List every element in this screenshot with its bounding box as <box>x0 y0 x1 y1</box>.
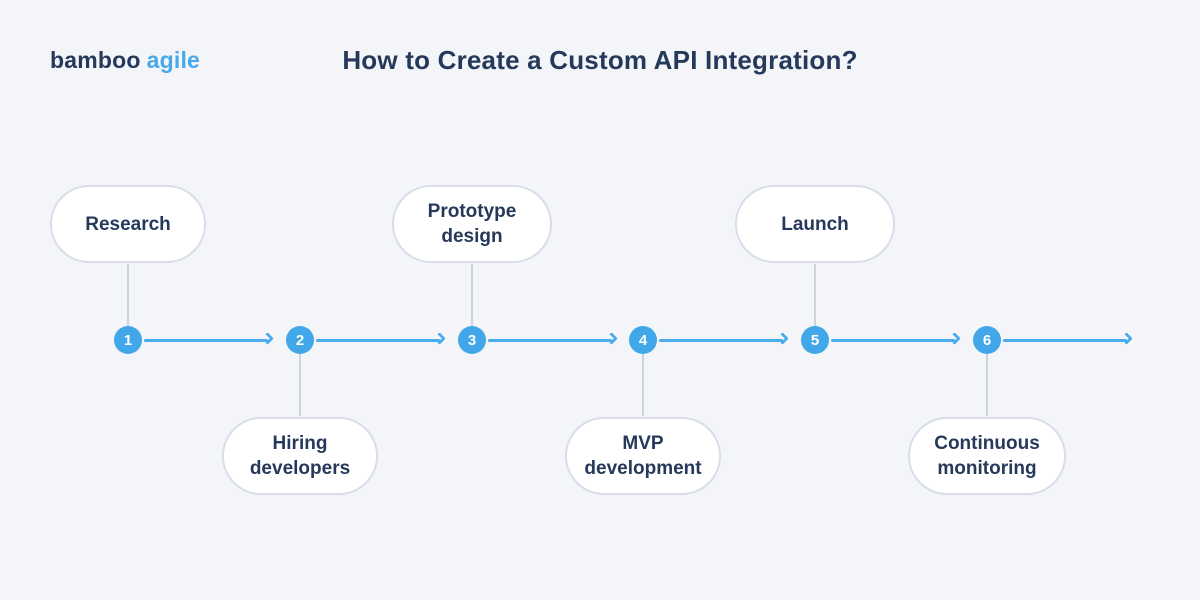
step-bubble: Prototype design <box>392 185 552 263</box>
step-connector <box>986 354 988 416</box>
step-number-circle: 1 <box>114 326 142 354</box>
arrow-line <box>144 338 268 342</box>
step-connector <box>814 264 816 326</box>
arrow-head-icon <box>605 331 618 345</box>
step-bubble: Hiring developers <box>222 417 378 495</box>
step-connector <box>642 354 644 416</box>
step-bubble: Launch <box>735 185 895 263</box>
arrow-line <box>316 338 440 342</box>
step-connector <box>299 354 301 416</box>
step-number-circle: 5 <box>801 326 829 354</box>
arrow-head-icon <box>776 331 789 345</box>
step-bubble: MVP development <box>565 417 721 495</box>
step-label: MVP development <box>584 433 702 479</box>
arrow-line <box>1003 338 1127 342</box>
step-bubble: Continuous monitoring <box>908 417 1066 495</box>
arrow-line <box>831 338 955 342</box>
arrow-head-icon <box>1120 331 1133 345</box>
step-bubble: Research <box>50 185 206 263</box>
step-number-circle: 3 <box>458 326 486 354</box>
step-number: 1 <box>123 331 133 349</box>
arrow-head-icon <box>261 331 274 345</box>
logo-agile: agile <box>146 47 201 73</box>
page-title: How to Create a Custom API Integration? <box>342 45 858 75</box>
step-number: 2 <box>295 331 305 349</box>
step-label: Prototype design <box>427 201 517 247</box>
step-label: Continuous monitoring <box>934 433 1040 479</box>
step-number: 3 <box>467 331 477 349</box>
step-number-circle: 6 <box>973 326 1001 354</box>
step-number: 5 <box>810 331 820 349</box>
step-number-circle: 2 <box>286 326 314 354</box>
arrow-line <box>488 338 612 342</box>
step-label: Research <box>85 213 171 235</box>
logo-bamboo: bamboo <box>50 47 141 73</box>
step-label: Launch <box>781 213 849 235</box>
arrow-head-icon <box>948 331 961 345</box>
step-number: 4 <box>638 331 648 349</box>
arrow-line <box>659 338 783 342</box>
step-label: Hiring developers <box>249 433 351 479</box>
step-connector <box>127 264 129 326</box>
step-connector <box>471 264 473 326</box>
arrow-head-icon <box>433 331 446 345</box>
step-number: 6 <box>982 331 992 349</box>
step-number-circle: 4 <box>629 326 657 354</box>
